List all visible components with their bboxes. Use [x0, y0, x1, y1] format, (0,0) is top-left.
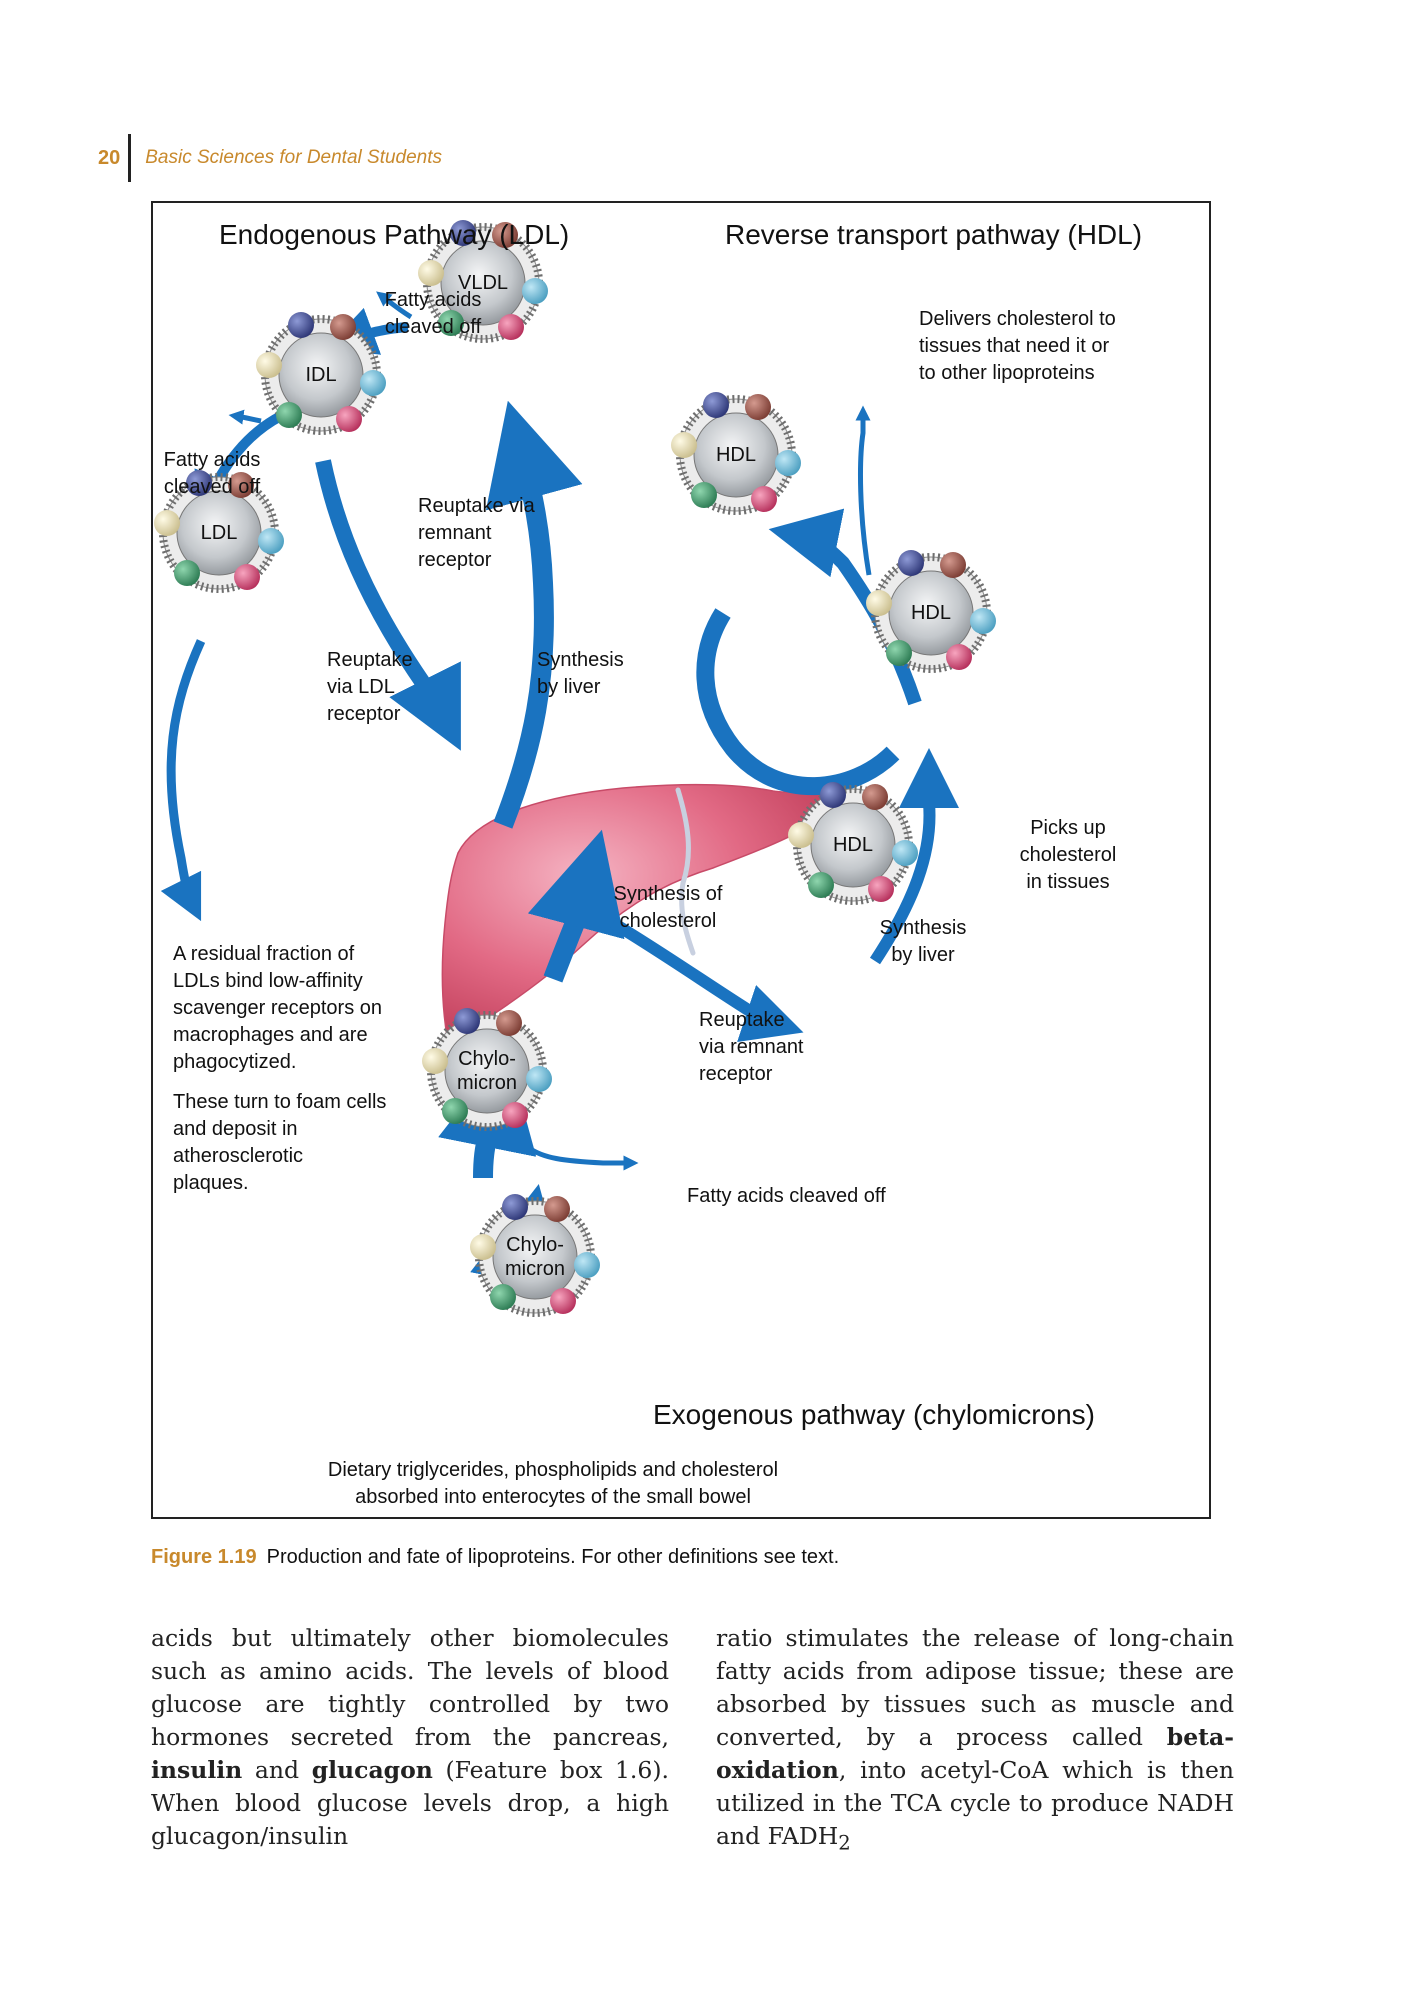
figure-label: Figure 1.19	[151, 1546, 257, 1568]
label-foam-cells: These turn to foam cells and deposit in …	[173, 1091, 387, 1194]
body-text: , into acetyl-CoA which is then utilized…	[716, 1756, 1234, 1850]
title-endogenous: Endogenous Pathway (LDL)	[219, 219, 570, 250]
label-picks-up-cholesterol: Picks up cholesterol in tissues	[1019, 817, 1117, 893]
title-reverse-transport: Reverse transport pathway (HDL)	[725, 219, 1143, 250]
particle-label-chylomicron-lower: Chylo- micron	[504, 1234, 566, 1280]
body-paragraph-left: acids but ultimately other biomolecules …	[151, 1622, 669, 1853]
term-insulin: insulin	[151, 1756, 243, 1784]
body-column-left: acids but ultimately other biomolecules …	[151, 1622, 669, 1853]
particle-label-vldl: VLDL	[457, 272, 509, 294]
particle-label-ldl: LDL	[200, 522, 238, 544]
book-title: Basic Sciences for Dental Students	[145, 147, 443, 168]
particle-label-hdl-bottom: HDL	[832, 834, 874, 856]
figure-lipoprotein-pathways: VLDL IDL LDL HDL HDL HDL Chylo- micron C…	[151, 201, 1211, 1519]
label-fatty-acids-idl: Fatty acids cleaved off	[163, 449, 261, 498]
label-dietary-absorption: Dietary triglycerides, phospholipids and…	[327, 1459, 779, 1508]
title-exogenous: Exogenous pathway (chylomicrons)	[653, 1399, 1095, 1430]
body-text: (Feature box 1.6). When blood glucose le…	[151, 1756, 669, 1850]
body-text: ratio stimulates the release of long-cha…	[716, 1624, 1234, 1751]
term-glucagon: glucagon	[311, 1756, 433, 1784]
label-delivers-cholesterol: Delivers cholesterol to tissues that nee…	[919, 308, 1116, 384]
label-synthesis-liver-left: Synthesis by liver	[537, 649, 624, 698]
figure-caption: Figure 1.19 Production and fate of lipopr…	[151, 1546, 839, 1569]
term-beta-oxidation: beta-oxidation	[716, 1723, 1234, 1784]
particle-label-hdl-top: HDL	[715, 444, 757, 466]
label-fatty-acids-vldl: Fatty acids cleaved off	[384, 289, 482, 338]
label-residual-fraction: A residual fraction of LDLs bind low-aff…	[173, 943, 383, 1073]
body-text: acids but ultimately other biomolecules …	[151, 1624, 669, 1751]
header-rule	[128, 134, 132, 182]
label-reuptake-remnant-bottom: Reuptake via remnant receptor	[699, 1009, 804, 1085]
pathway-diagram	[153, 203, 1209, 1517]
label-synthesis-liver-right: Synthesis by liver	[879, 917, 967, 966]
label-synthesis-of-cholesterol: Synthesis of cholesterol	[613, 883, 723, 932]
running-head: 20 Basic Sciences for Dental Students	[98, 134, 442, 182]
label-reuptake-ldl: Reuptake via LDL receptor	[327, 649, 413, 725]
page-number: 20	[98, 146, 121, 169]
particle-label-chylomicron-upper: Chylo- micron	[456, 1048, 518, 1094]
subscript: 2	[838, 1831, 851, 1855]
particle-label-hdl-right: HDL	[910, 602, 952, 624]
body-column-right: ratio stimulates the release of long-cha…	[716, 1622, 1234, 1860]
label-fatty-acids-chylomicron: Fatty acids cleaved off	[687, 1185, 886, 1207]
label-reuptake-remnant-top: Reuptake via remnant receptor	[418, 495, 535, 571]
particle-label-idl: IDL	[305, 364, 337, 386]
body-paragraph-right: ratio stimulates the release of long-cha…	[716, 1622, 1234, 1860]
body-text: and	[242, 1756, 312, 1784]
figure-caption-text: Production and fate of lipoproteins. For…	[266, 1546, 840, 1568]
